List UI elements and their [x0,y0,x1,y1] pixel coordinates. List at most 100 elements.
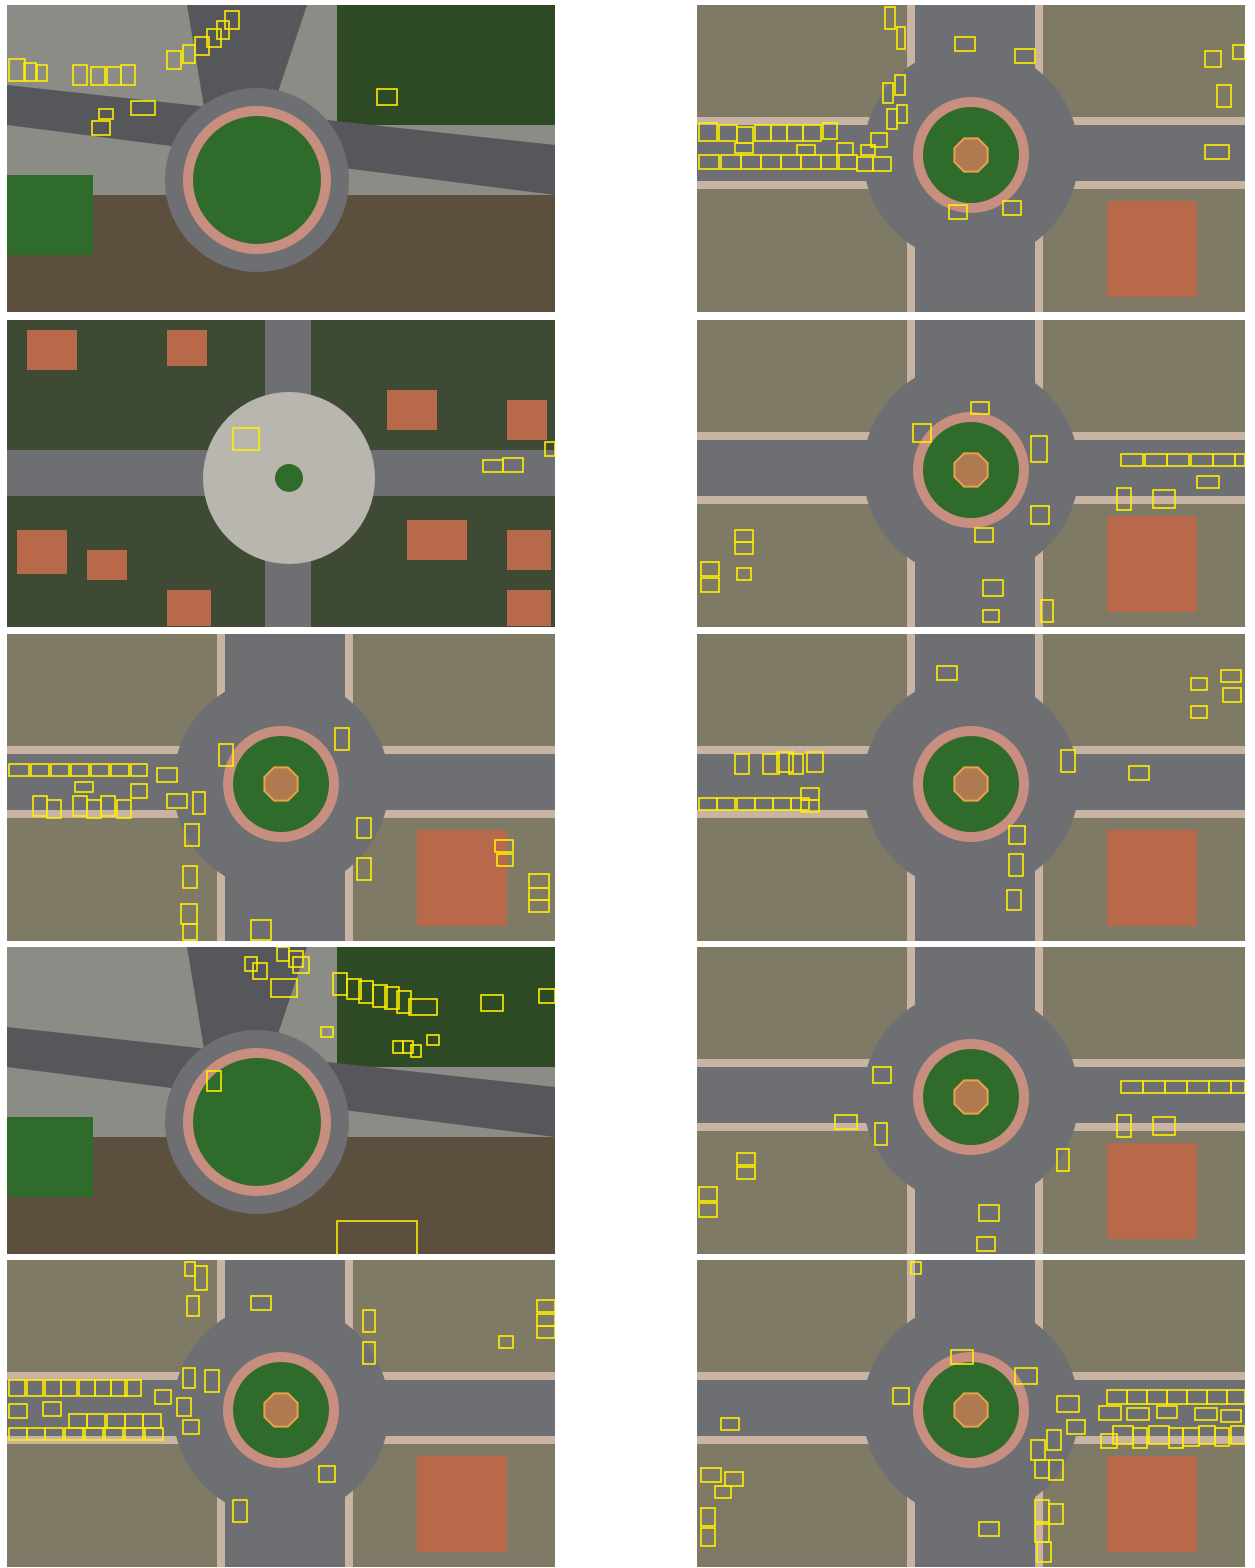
detection-box [410,1044,422,1058]
aerial-tile-r1c2 [697,5,1245,312]
detection-box [362,1341,376,1365]
detection-box [270,978,298,998]
grass-patch [7,175,93,255]
detection-box [250,1295,272,1311]
detection-box [74,781,94,793]
detection-box [806,751,824,773]
detection-box [182,1367,196,1389]
detection-box [1066,1419,1086,1435]
detection-box [104,1427,124,1441]
detection-box [8,58,26,82]
detection-box [110,763,130,777]
detection-box [788,753,804,775]
detection-box [1216,84,1232,108]
detection-box [1230,1425,1245,1445]
detection-box [776,751,794,773]
detection-box [762,753,780,775]
detection-box [1220,669,1242,683]
detection-box [724,1471,744,1487]
detection-box [1234,453,1245,467]
detection-box [186,1295,200,1317]
aerial-scene [7,320,555,627]
detection-box [1006,889,1022,911]
detection-box [698,154,720,170]
detection-box [26,1379,44,1397]
detection-box [8,763,30,777]
detection-box [206,1070,222,1092]
house-roof [167,590,211,626]
aerial-tile-r5c2 [697,1260,1245,1567]
detection-box [1116,1114,1132,1138]
fountain [953,1392,989,1428]
aerial-scene [7,5,555,312]
detection-box [978,1521,1000,1537]
detection-box [802,124,822,142]
detection-box [698,1202,718,1218]
detection-box [30,763,50,777]
detection-box [896,26,906,50]
detection-box [974,527,994,543]
detection-box [90,763,110,777]
detection-box [60,1379,78,1397]
fountain [263,1392,299,1428]
detection-box [872,156,892,172]
detection-box [224,10,240,30]
detection-box [538,988,555,1004]
detection-box [892,1387,910,1405]
detection-box [884,6,896,30]
detection-box [714,1485,732,1499]
detection-box [1196,475,1220,489]
detection-box [362,1309,376,1333]
detection-box [1152,489,1176,509]
detection-box [84,1427,104,1441]
detection-box [494,839,514,853]
detection-box [356,817,372,839]
detection-box [288,950,304,968]
aerial-scene [697,947,1245,1254]
detection-box [124,1427,144,1441]
building-roof [1107,1143,1197,1239]
detection-box [372,984,388,1008]
detection-box [1048,1503,1064,1525]
house-roof [17,530,67,574]
detection-box [426,1034,440,1046]
detection-box [336,1220,418,1254]
detection-box [156,767,178,783]
detection-box [1116,487,1132,511]
detection-box [734,541,754,555]
detection-box [154,1389,172,1405]
aerial-scene [697,1260,1245,1567]
house-roof [87,550,127,580]
detection-box [796,144,816,156]
detection-box [822,122,838,140]
fountain [953,766,989,802]
detection-box [820,154,838,170]
detection-box [182,923,198,941]
detection-box [204,1369,220,1393]
detection-box [90,66,106,86]
detection-box [1098,1405,1122,1421]
detection-box [402,1040,414,1054]
detection-box [206,28,222,48]
house-roof [167,330,207,366]
house-roof [27,330,77,370]
house-roof [507,590,551,626]
detection-box [98,108,114,120]
fountain [263,766,299,802]
detection-box [1132,1427,1148,1449]
detection-box [384,986,400,1010]
detection-box [334,727,350,751]
building-roof [1107,1456,1197,1552]
detection-box [120,64,136,86]
aerial-scene [7,1260,555,1567]
aerial-scene [7,634,555,941]
detection-box [700,1527,716,1547]
detection-box [894,74,906,96]
detection-box [64,1427,84,1441]
building-roof [1107,201,1197,297]
detection-box [950,1349,974,1365]
detection-box [1204,50,1222,68]
detection-box [1214,1427,1230,1447]
detection-box [144,1427,164,1441]
detection-box [736,1152,756,1166]
